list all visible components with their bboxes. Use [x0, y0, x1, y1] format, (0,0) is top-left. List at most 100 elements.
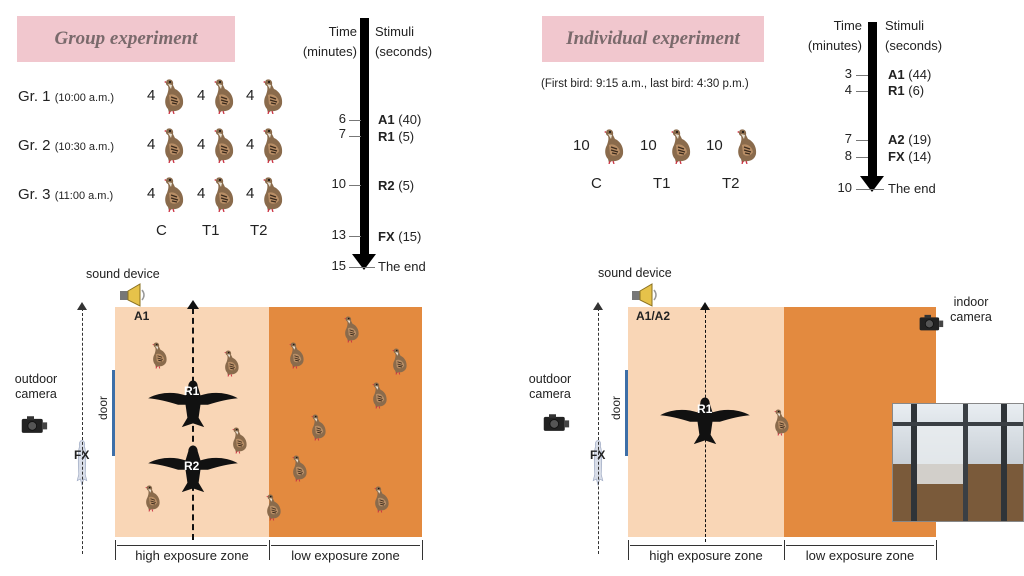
raptor-r1-icon: [146, 373, 240, 429]
zone-divider: [936, 540, 937, 560]
individual-note: (First bird: 9:15 a.m., last bird: 4:30 …: [541, 78, 749, 90]
partridge-icon: [143, 483, 161, 513]
stim-r1: R1 (6): [888, 83, 925, 98]
tick: [349, 185, 361, 186]
high-zone-label: high exposure zone: [135, 548, 249, 563]
partridge-icon: [161, 78, 185, 114]
zone-divider: [422, 540, 423, 560]
ind-time-header: Time (minutes): [798, 16, 862, 56]
time-header-unit: (minutes): [807, 38, 862, 53]
camera-icon: [542, 412, 570, 434]
speaker-icon: [118, 283, 148, 307]
group-3-time: (11:00 a.m.): [54, 190, 114, 202]
stim-a2: A2 (19): [888, 132, 932, 147]
tick: [349, 267, 375, 268]
minute-13: 13: [331, 227, 346, 242]
zone-divider: [115, 540, 116, 560]
individual-experiment-title: Individual experiment: [542, 16, 764, 62]
partridge-icon: [372, 484, 390, 514]
low-zone-measure: [271, 545, 420, 546]
time-header-label: Time: [833, 18, 862, 33]
partridge-icon: [260, 127, 284, 163]
sound-device-label: sound device: [86, 267, 160, 281]
camera-icon: [20, 414, 48, 436]
minute-3: 3: [844, 66, 852, 81]
group-time-header: Time (minutes): [293, 22, 357, 62]
indoor-camera-icon: [918, 310, 944, 336]
partridge-icon: [222, 348, 240, 378]
tick: [349, 236, 361, 237]
group-experiment-title: Group experiment: [17, 16, 235, 62]
door-label: door: [609, 395, 623, 420]
stim-header-unit: (seconds): [885, 38, 943, 53]
count-ind-c: 10: [573, 137, 590, 154]
stim-header-label: Stimuli: [885, 18, 925, 33]
minute-7: 7: [338, 126, 346, 141]
count-g2-t2: 4: [246, 136, 255, 153]
ind-stim-header: Stimuli (seconds): [885, 16, 942, 56]
low-zone-measure: [786, 545, 934, 546]
tick: [856, 75, 868, 76]
high-zone-measure: [630, 545, 782, 546]
timeline-arrow: [360, 18, 369, 256]
partridge-icon: [260, 176, 284, 212]
fx-path: [598, 308, 599, 554]
minute-10: 10: [331, 176, 346, 191]
tick: [856, 140, 868, 141]
partridge-icon: [370, 380, 388, 410]
count-g1-t2: 4: [246, 87, 255, 104]
tick: [349, 136, 361, 137]
low-zone-label: low exposure zone: [805, 548, 915, 563]
tick: [856, 189, 884, 190]
speaker-label: A1: [134, 309, 150, 323]
count-ind-t2: 10: [706, 137, 723, 154]
fx-path: [82, 308, 83, 554]
speaker-icon: [630, 283, 660, 307]
minute-7: 7: [844, 131, 852, 146]
fx-label: FX: [590, 448, 606, 462]
group-3-name: Gr. 3: [18, 186, 51, 203]
fx-path-arrowhead: [593, 302, 603, 310]
minute-6: 6: [338, 111, 346, 126]
raptor-path-arrowhead: [187, 300, 199, 309]
column-label-t2: T2: [722, 175, 740, 192]
group-2-name: Gr. 2: [18, 137, 51, 154]
partridge-icon: [150, 340, 168, 370]
group-2-time: (10:30 a.m.): [54, 141, 114, 153]
stim-a1: A1 (44): [888, 67, 932, 82]
high-zone-measure: [117, 545, 267, 546]
partridge-icon: [601, 128, 625, 164]
partridge-icon: [772, 407, 790, 437]
time-header-label: Time: [328, 24, 357, 39]
partridge-icon: [668, 128, 692, 164]
partridge-icon: [264, 492, 282, 522]
count-g3-t1: 4: [197, 185, 206, 202]
r1-label: R1: [697, 402, 713, 416]
tick: [856, 91, 868, 92]
stim-end: The end: [378, 259, 426, 274]
zone-divider: [269, 540, 270, 560]
partridge-icon: [290, 453, 308, 483]
r2-label: R2: [184, 459, 200, 473]
timeline-arrowhead: [860, 176, 884, 192]
column-label-t2: T2: [250, 222, 268, 239]
high-zone-label: high exposure zone: [649, 548, 763, 563]
count-g1-c: 4: [147, 87, 156, 104]
timeline-arrowhead: [352, 254, 376, 270]
column-label-t1: T1: [653, 175, 671, 192]
low-zone-label: low exposure zone: [291, 548, 400, 563]
partridge-icon: [211, 127, 235, 163]
raptor-path: [192, 308, 194, 540]
stim-header-label: Stimuli: [375, 24, 415, 39]
speaker-label: A1/A2: [636, 309, 671, 323]
group-stim-header: Stimuli (seconds): [375, 22, 432, 62]
group-row-1-label: Gr. 1 (10:00 a.m.): [18, 88, 114, 105]
minute-4: 4: [844, 82, 852, 97]
raptor-path-arrowhead: [700, 302, 710, 310]
zone-divider: [784, 540, 785, 560]
stim-fx: FX (14): [888, 149, 932, 164]
door-label: door: [96, 395, 110, 420]
